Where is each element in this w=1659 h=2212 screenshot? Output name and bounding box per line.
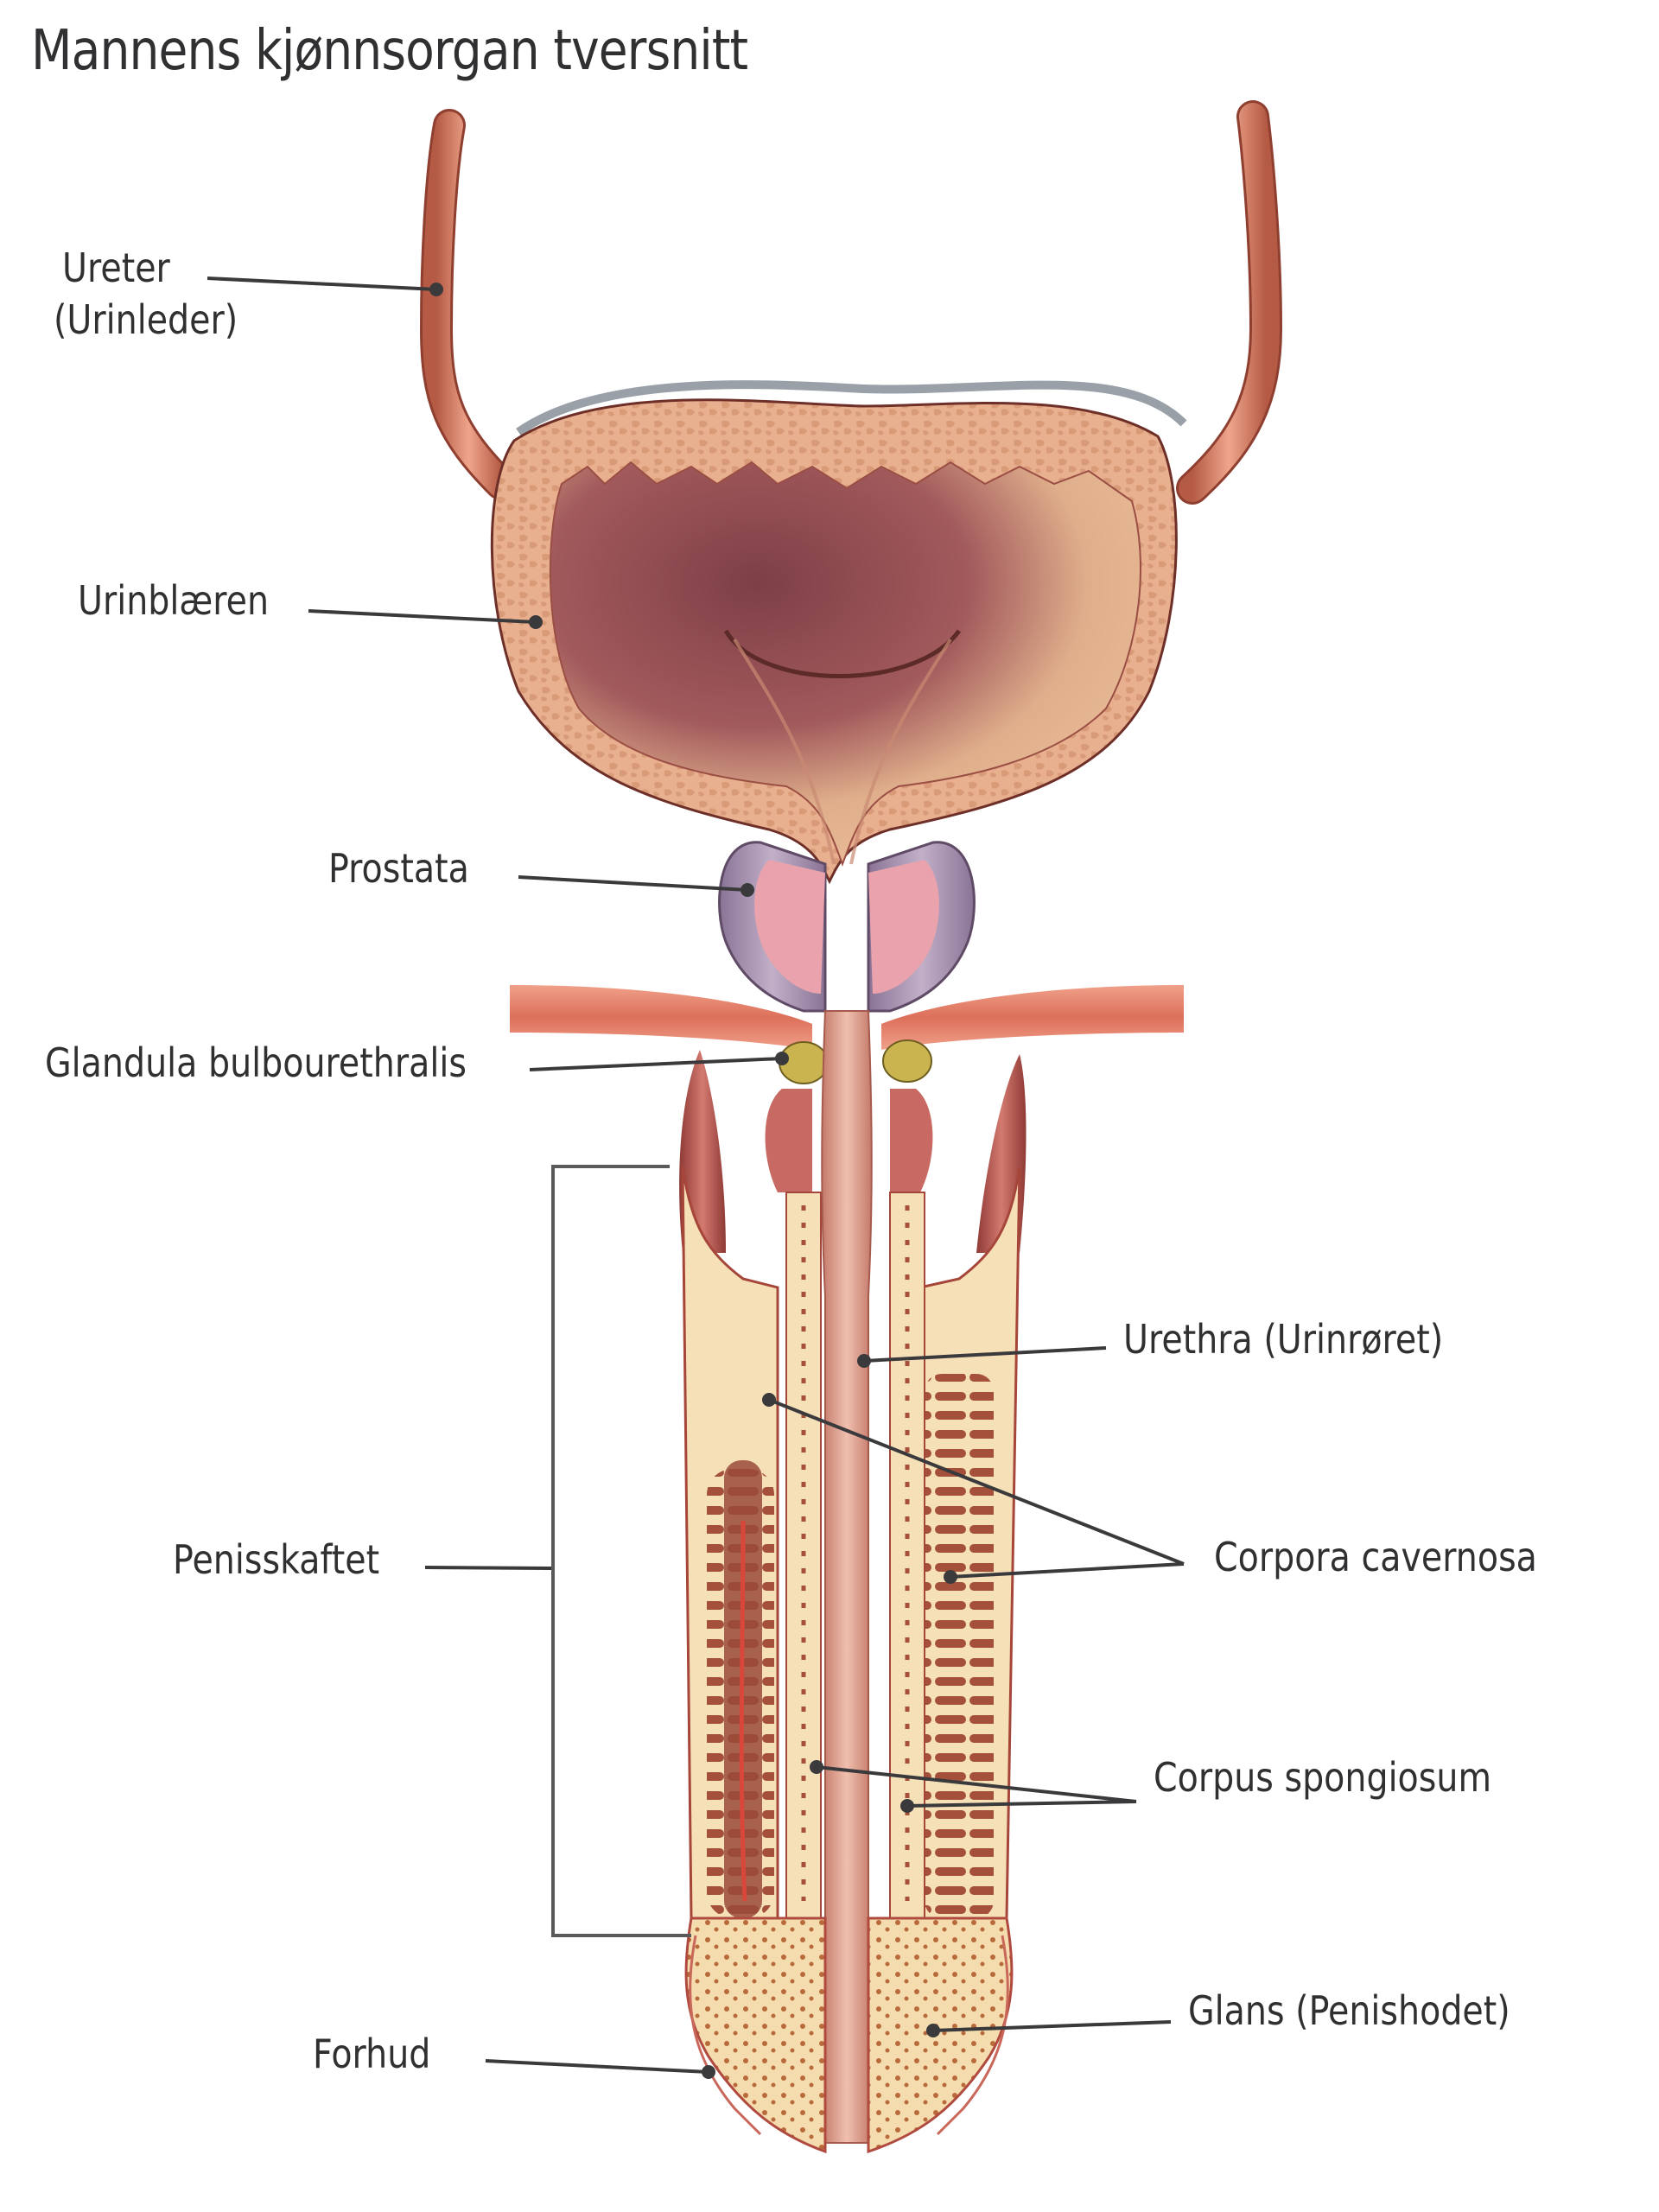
glans xyxy=(684,1916,1014,2154)
label-ureter: Ureter xyxy=(62,245,170,291)
label-glans: Glans (Penishodet) xyxy=(1188,1987,1510,2034)
diagram-title: Mannens kjønnsorgan tversnitt xyxy=(31,19,748,83)
bulbourethral-glands xyxy=(779,1039,932,1084)
label-urinblaeren: Urinblæren xyxy=(78,577,270,624)
label-ureter-norwegian: (Urinleder) xyxy=(54,296,238,343)
leader-lines xyxy=(207,276,1185,2074)
label-prostata: Prostata xyxy=(328,845,469,892)
leader-dots xyxy=(429,283,957,2079)
ureter-right xyxy=(1176,100,1283,505)
label-glandula-bulbourethralis: Glandula bulbourethralis xyxy=(45,1039,467,1086)
label-forhud: Forhud xyxy=(313,2031,431,2077)
label-urethra: Urethra (Urinrøret) xyxy=(1123,1316,1444,1363)
penisskaftet-bracket xyxy=(551,1165,691,1937)
bladder xyxy=(490,380,1187,885)
pelvic-floor-muscle xyxy=(510,985,1184,1050)
label-corpus-spongiosum: Corpus spongiosum xyxy=(1154,1754,1491,1801)
penis-shaft xyxy=(681,1010,1021,2144)
prostate xyxy=(718,841,976,1013)
label-penisskaftet: Penisskaftet xyxy=(173,1536,380,1583)
ureter-left xyxy=(419,109,518,500)
label-corpora-cavernosa: Corpora cavernosa xyxy=(1214,1534,1537,1580)
